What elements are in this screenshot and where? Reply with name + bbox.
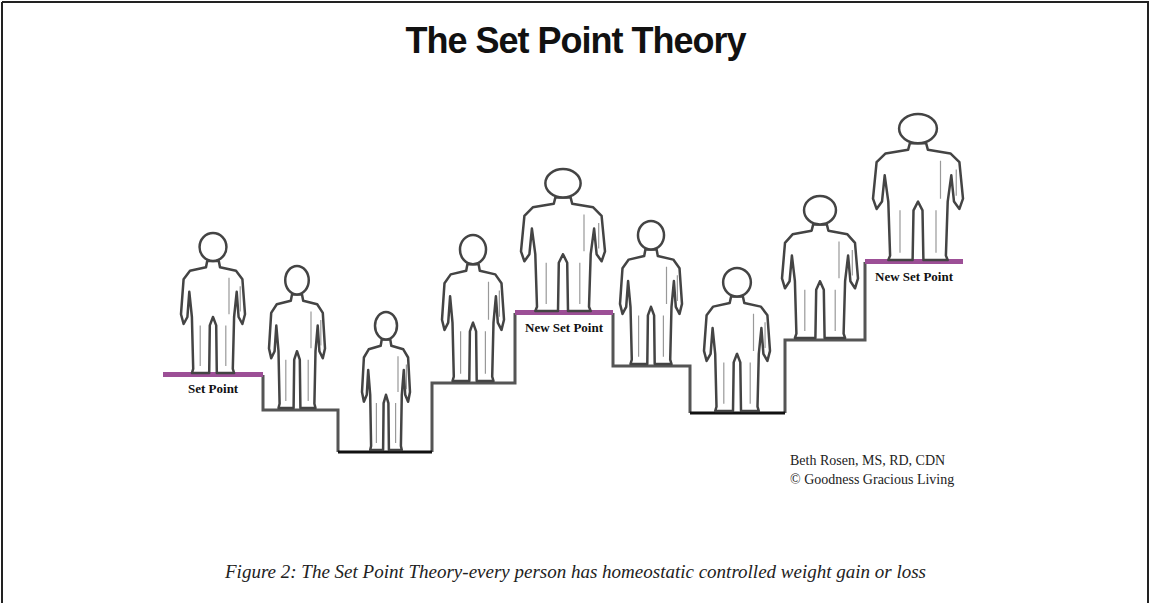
person-shading xyxy=(546,214,599,303)
person-head xyxy=(375,312,397,340)
person-body xyxy=(269,294,325,408)
person-head xyxy=(545,169,580,197)
credit-text: © Goodness Gracious Living xyxy=(790,472,954,488)
person-shading xyxy=(900,161,956,253)
person-head xyxy=(804,196,836,224)
person-shading xyxy=(200,278,240,366)
people-group xyxy=(181,114,963,450)
set-point-label: Set Point xyxy=(188,381,238,397)
person-head xyxy=(723,268,751,297)
person-head xyxy=(638,221,664,250)
set-point-label: New Set Point xyxy=(525,320,603,336)
person-body xyxy=(442,264,504,381)
person-shading xyxy=(461,282,500,374)
person-head xyxy=(285,266,309,294)
frame-line xyxy=(2,1,1149,3)
set-point-bar xyxy=(163,372,263,377)
person-head xyxy=(200,233,227,261)
figure-caption: Figure 2: The Set Point Theory-every per… xyxy=(0,561,1151,583)
person-body xyxy=(704,297,770,411)
person-body xyxy=(620,250,682,364)
person-body xyxy=(782,224,858,338)
frame-line xyxy=(1,2,3,603)
person-body xyxy=(521,197,605,311)
person-shading xyxy=(724,314,765,404)
credit-text: Beth Rosen, MS, RD, CDN xyxy=(790,453,945,469)
stair-line xyxy=(263,262,865,452)
person-head xyxy=(899,114,937,143)
person-shading xyxy=(286,311,321,400)
set-point-bar xyxy=(515,310,613,315)
person-head xyxy=(460,235,486,264)
person-shading xyxy=(639,267,678,357)
person-shading xyxy=(805,241,853,330)
person-body xyxy=(181,261,245,373)
person-body xyxy=(873,143,963,260)
stair-bottom xyxy=(338,413,785,452)
person-body xyxy=(362,340,410,450)
person-shading xyxy=(376,356,406,443)
frame-line xyxy=(1147,2,1149,603)
diagram-title: The Set Point Theory xyxy=(0,20,1151,62)
set-point-label: New Set Point xyxy=(875,269,953,285)
